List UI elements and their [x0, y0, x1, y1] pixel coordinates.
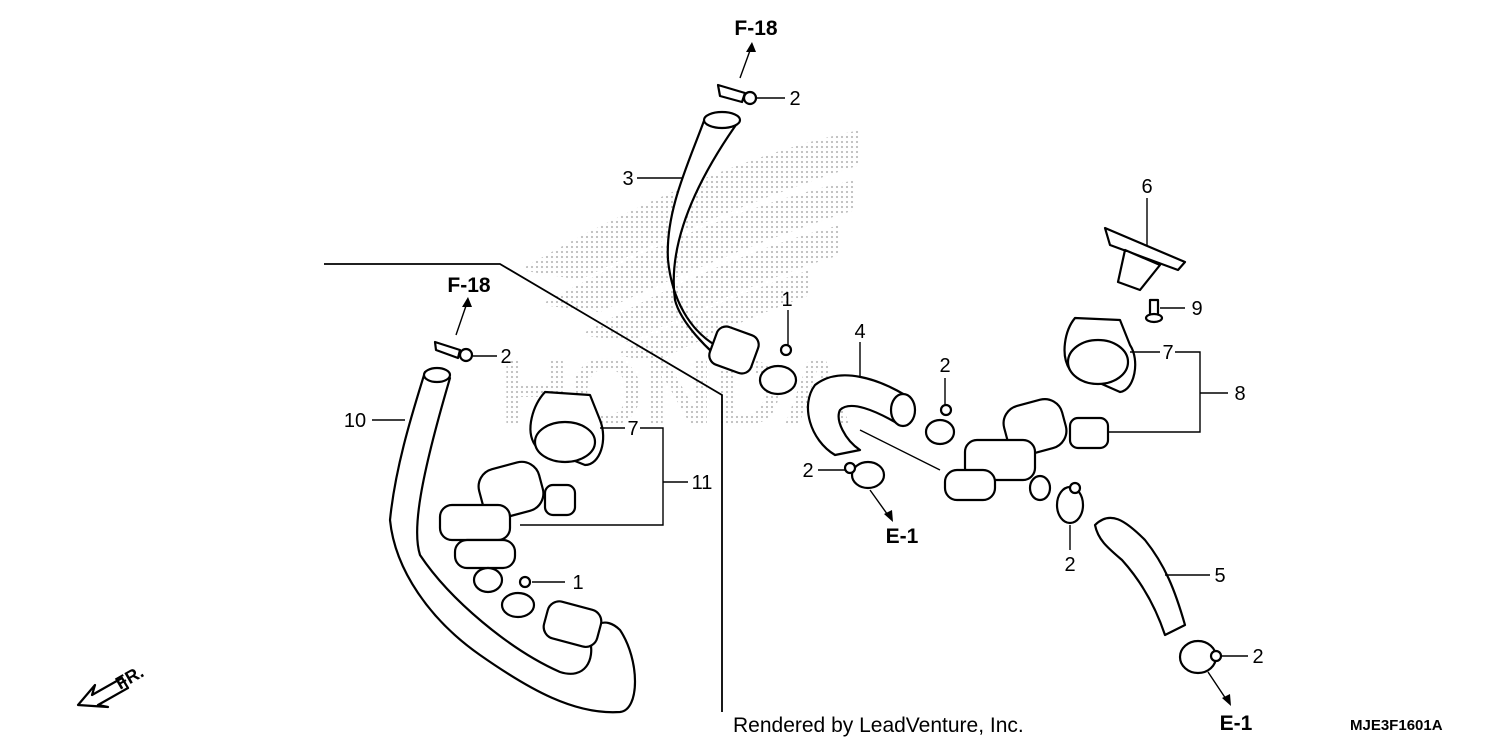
callout-2-right-mid: 2: [1064, 554, 1075, 576]
credit-text: Rendered by LeadVenture, Inc.: [733, 714, 1024, 737]
clamp-1-upper: [758, 343, 798, 396]
valve-cover-right: [1063, 316, 1137, 394]
diagram-code: MJE3F1601A: [1350, 717, 1443, 734]
bracket-6: [1103, 226, 1187, 292]
clamp-1-lower: [500, 575, 536, 619]
hose-3-end: [702, 110, 742, 130]
callout-8: 8: [1234, 383, 1245, 405]
clip-left: [433, 340, 474, 363]
callout-1-lower: 1: [572, 572, 583, 594]
callout-2-center-upper: 2: [939, 355, 950, 377]
callout-11: 11: [692, 472, 713, 494]
air-valve-right: [943, 398, 1110, 502]
bolt-9: [1144, 298, 1164, 324]
hose-10-end: [422, 366, 452, 384]
callout-2-left: 2: [500, 346, 511, 368]
hose-10-fitting: [542, 600, 603, 649]
section-divider-line: [324, 263, 723, 712]
callout-9: 9: [1191, 298, 1202, 320]
ref-f18-top: F-18: [734, 17, 778, 40]
air-valve-left: [438, 460, 577, 594]
callout-4: 4: [854, 321, 865, 343]
leader-lines: [372, 42, 1248, 706]
callout-2-right-bottom: 2: [1252, 646, 1263, 668]
callout-10: 10: [344, 410, 366, 432]
callout-2-center-lower: 2: [802, 460, 813, 482]
callout-1-upper: 1: [781, 289, 792, 311]
callout-6: 6: [1141, 176, 1152, 198]
clamp-2-center-lower: [843, 460, 886, 490]
clamp-2-right-bottom: [1178, 639, 1223, 675]
ref-e1-center: E-1: [886, 525, 919, 548]
hose-4-end: [889, 392, 917, 428]
clamp-2-right-mid: [1055, 481, 1085, 525]
valve-right-leader-line: [859, 429, 941, 471]
callout-7-left: 7: [627, 418, 638, 440]
callout-3: 3: [622, 168, 633, 190]
valve-cover-left: [529, 390, 605, 467]
clamp-2-center-upper: [924, 403, 956, 446]
ref-f18-left: F-18: [447, 274, 491, 297]
hose-4: [806, 374, 907, 457]
clip-top: [716, 83, 758, 106]
hose-5: [1093, 516, 1187, 637]
hose-10: [388, 370, 636, 714]
front-direction-arrow-icon: FR.: [76, 662, 147, 709]
callout-5: 5: [1214, 565, 1225, 587]
hose-3-fitting: [708, 325, 760, 375]
callout-2-top: 2: [789, 88, 800, 110]
callout-7-right: 7: [1162, 342, 1173, 364]
ref-e1-right: E-1: [1220, 712, 1253, 735]
